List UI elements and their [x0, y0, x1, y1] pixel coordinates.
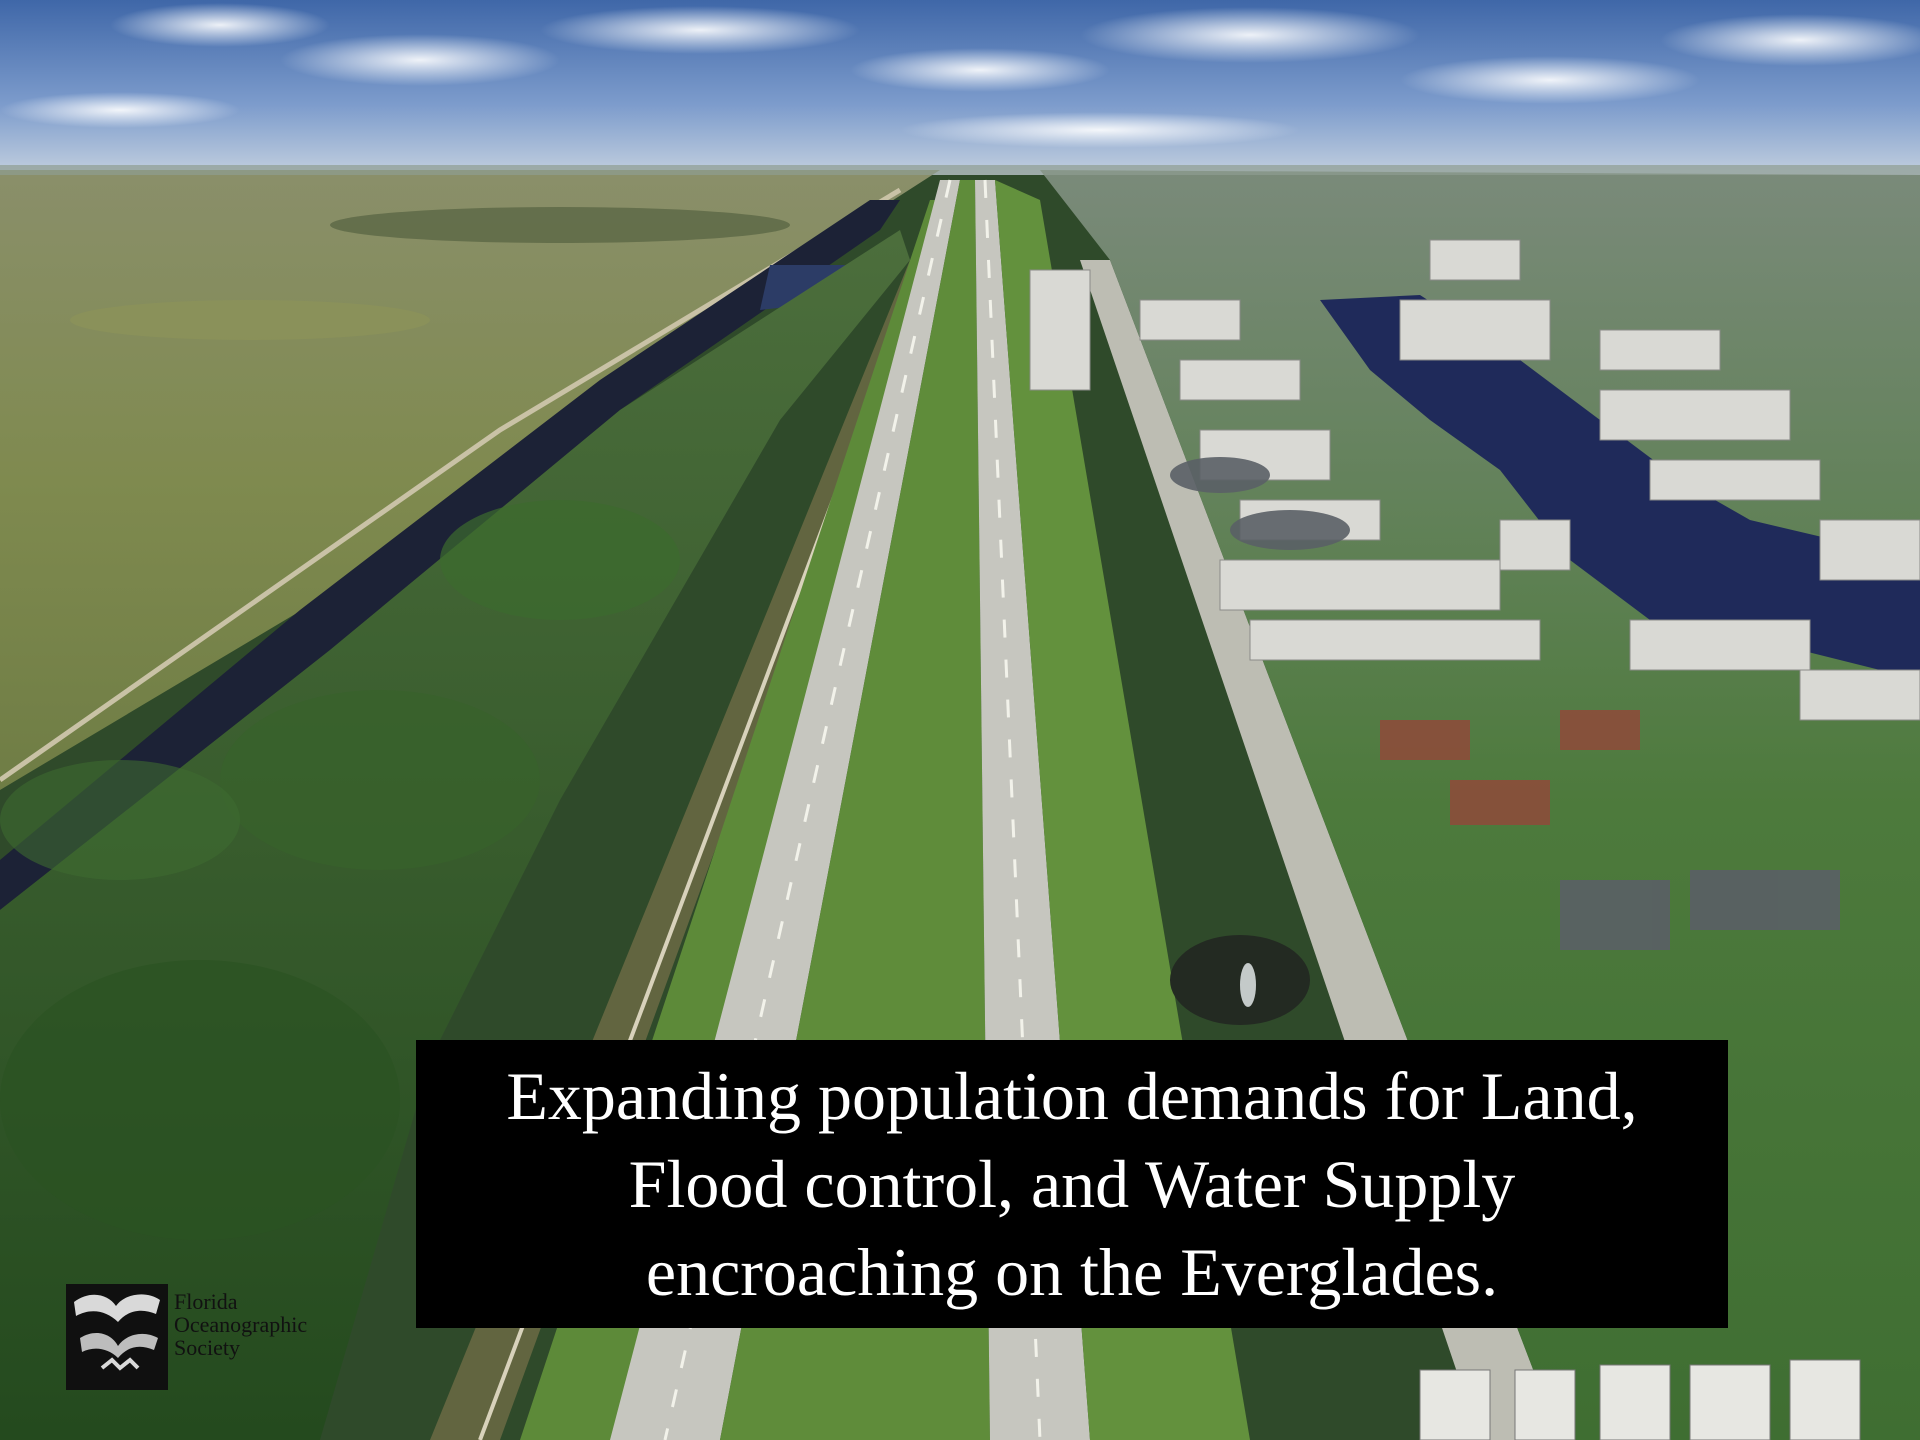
- logo-line-society: Society: [174, 1335, 240, 1360]
- caption-text: Expanding population demands for Land, F…: [506, 1058, 1638, 1310]
- logo-text: Florida Oceanographic Society: [174, 1290, 307, 1359]
- logo-line-oceanographic: Oceanographic: [174, 1312, 308, 1337]
- florida-oceanographic-society-logo: Florida Oceanographic Society: [66, 1284, 366, 1394]
- logo-line-florida: Florida: [174, 1289, 238, 1314]
- florida-oceanographic-society-logo-icon: [66, 1284, 168, 1390]
- caption-box: Expanding population demands for Land, F…: [416, 1040, 1728, 1328]
